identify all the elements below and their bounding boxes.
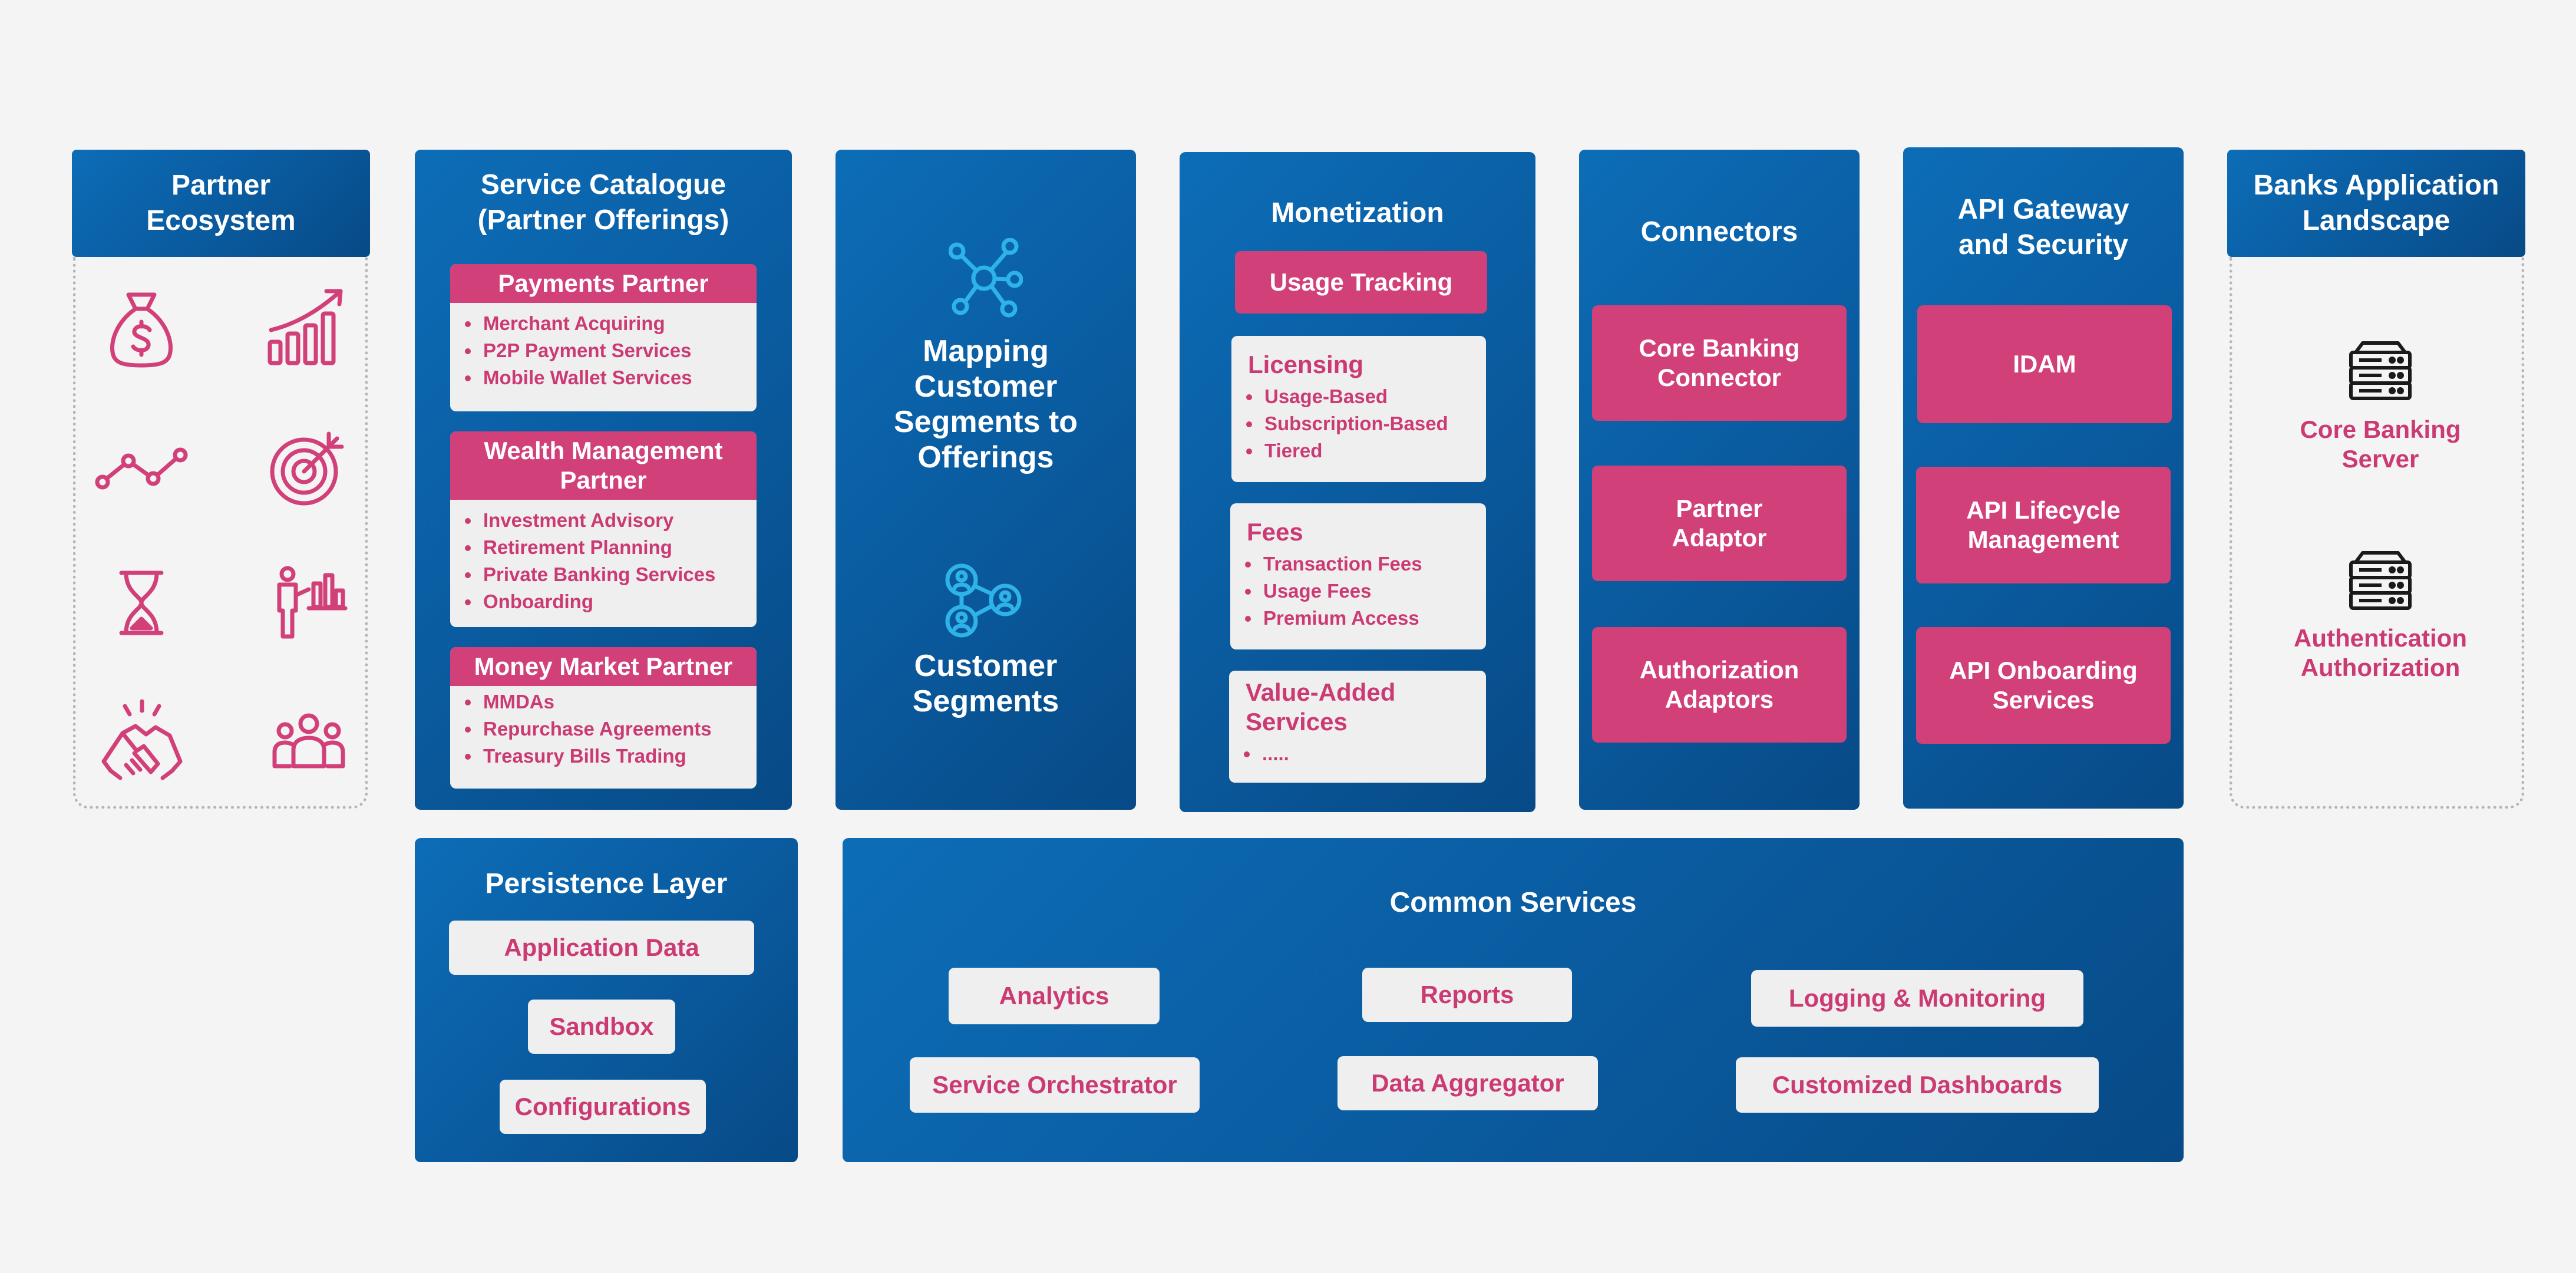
list-item: Usage Fees xyxy=(1261,578,1480,605)
authorization-adaptors-button[interactable]: Authorization Adaptors xyxy=(1592,627,1847,743)
list-item: Private Banking Services xyxy=(481,561,751,588)
money-market-partner-card: Money Market Partner MMDAs Repurchase Ag… xyxy=(450,647,757,789)
fees-title: Fees xyxy=(1247,518,1303,546)
authentication-authorization-label: Authentication Authorization xyxy=(2294,624,2467,681)
list-item: Repurchase Agreements xyxy=(481,715,751,743)
api-gateway-panel: API Gateway and Security IDAM API Lifecy… xyxy=(1903,147,2184,809)
api-lifecycle-management-label: API Lifecycle Management xyxy=(1966,496,2121,553)
list-item: P2P Payment Services xyxy=(481,337,751,364)
list-item: Subscription-Based xyxy=(1262,410,1480,437)
target-icon xyxy=(267,428,348,508)
trend-line-icon xyxy=(94,446,189,490)
usage-tracking-button[interactable]: Usage Tracking xyxy=(1235,251,1487,314)
api-lifecycle-management-button[interactable]: API Lifecycle Management xyxy=(1916,467,2171,583)
customer-segments-label: Customer Segments xyxy=(912,649,1059,718)
api-gateway-title: API Gateway and Security xyxy=(1957,194,2129,260)
server-icon xyxy=(2347,549,2413,615)
money-bag-icon xyxy=(106,289,177,369)
service-orchestrator-chip[interactable]: Service Orchestrator xyxy=(910,1057,1200,1113)
list-item: MMDAs xyxy=(481,688,751,715)
payments-partner-card: Payments Partner Merchant Acquiring P2P … xyxy=(450,264,757,411)
list-item: Transaction Fees xyxy=(1261,550,1480,578)
fees-list: Transaction Fees Usage Fees Premium Acce… xyxy=(1230,550,1486,638)
service-catalogue-title: Service Catalogue (Partner Offerings) xyxy=(477,169,729,236)
list-item: Premium Access xyxy=(1261,605,1480,632)
wealth-management-partner-list: Investment Advisory Retirement Planning … xyxy=(450,500,757,621)
idam-button[interactable]: IDAM xyxy=(1917,305,2172,423)
payments-partner-list: Merchant Acquiring P2P Payment Services … xyxy=(450,303,757,397)
money-market-partner-list: MMDAs Repurchase Agreements Treasury Bil… xyxy=(450,686,757,776)
common-services-panel: Common Services Analytics Reports Loggin… xyxy=(843,838,2184,1162)
banks-landscape-header: Banks Application Landscape xyxy=(2227,150,2525,257)
api-onboarding-services-label: API Onboarding Services xyxy=(1949,657,2138,714)
payments-partner-title: Payments Partner xyxy=(450,264,757,303)
logging-monitoring-chip[interactable]: Logging & Monitoring xyxy=(1751,970,2083,1027)
list-item: Onboarding xyxy=(481,588,751,615)
banks-landscape-frame xyxy=(2230,257,2524,809)
customized-dashboards-chip[interactable]: Customized Dashboards xyxy=(1736,1057,2099,1113)
money-market-partner-title: Money Market Partner xyxy=(450,647,757,686)
configurations-chip[interactable]: Configurations xyxy=(500,1080,706,1134)
value-added-services-card: Value-Added Services ..... xyxy=(1229,671,1486,783)
list-item: Treasury Bills Trading xyxy=(481,743,751,770)
list-item: Investment Advisory xyxy=(481,507,751,534)
common-services-title: Common Services xyxy=(1389,887,1637,918)
mapping-title: Mapping Customer Segments to Offerings xyxy=(893,334,1078,474)
handshake-icon xyxy=(99,699,185,781)
connectors-title: Connectors xyxy=(1640,216,1798,248)
partner-adaptor-label: Partner Adaptor xyxy=(1672,494,1767,552)
banks-landscape-title: Banks Application Landscape xyxy=(2253,170,2499,236)
connectors-panel: Connectors Core Banking Connector Partne… xyxy=(1579,150,1860,810)
sandbox-chip[interactable]: Sandbox xyxy=(528,1000,675,1054)
wealth-management-partner-title: Wealth Management Partner xyxy=(450,431,757,500)
monetization-title: Monetization xyxy=(1271,197,1444,229)
list-item: Merchant Acquiring xyxy=(481,310,751,337)
monetization-panel: Monetization Usage Tracking Licensing Us… xyxy=(1180,152,1535,812)
partner-ecosystem-header: Partner Ecosystem xyxy=(72,150,370,257)
core-banking-connector-label: Core Banking Connector xyxy=(1639,334,1800,391)
partner-ecosystem-title: Partner Ecosystem xyxy=(146,170,296,236)
growth-chart-icon xyxy=(266,286,346,367)
list-item: ..... xyxy=(1260,740,1480,767)
list-item: Tiered xyxy=(1262,437,1480,464)
value-added-services-list: ..... xyxy=(1229,740,1486,773)
idam-label: IDAM xyxy=(2013,350,2076,378)
analytics-chip[interactable]: Analytics xyxy=(949,968,1160,1024)
customer-network-icon xyxy=(944,562,1024,639)
list-item: Retirement Planning xyxy=(481,534,751,561)
licensing-title: Licensing xyxy=(1248,351,1364,378)
partner-adaptor-button[interactable]: Partner Adaptor xyxy=(1592,466,1847,581)
presenter-chart-icon xyxy=(271,566,348,640)
list-item: Mobile Wallet Services xyxy=(481,364,751,391)
application-data-chip[interactable]: Application Data xyxy=(449,921,754,975)
value-added-services-title: Value-Added Services xyxy=(1246,678,1396,736)
wealth-management-partner-card: Wealth Management Partner Investment Adv… xyxy=(450,431,757,627)
api-onboarding-services-button[interactable]: API Onboarding Services xyxy=(1916,627,2171,744)
network-nodes-icon xyxy=(949,238,1023,318)
licensing-card: Licensing Usage-Based Subscription-Based… xyxy=(1231,336,1486,482)
licensing-list: Usage-Based Subscription-Based Tiered xyxy=(1231,383,1486,470)
hourglass-icon xyxy=(118,569,165,636)
team-icon xyxy=(271,711,346,770)
mapping-panel: Mapping Customer Segments to Offerings C… xyxy=(835,150,1136,810)
service-catalogue-panel: Service Catalogue (Partner Offerings) Pa… xyxy=(415,150,792,810)
data-aggregator-chip[interactable]: Data Aggregator xyxy=(1337,1056,1598,1110)
reports-chip[interactable]: Reports xyxy=(1362,968,1572,1022)
list-item: Usage-Based xyxy=(1262,383,1480,410)
authorization-adaptors-label: Authorization Adaptors xyxy=(1639,656,1799,713)
persistence-layer-title: Persistence Layer xyxy=(485,868,728,899)
persistence-layer-panel: Persistence Layer Application Data Sandb… xyxy=(415,838,798,1162)
server-icon xyxy=(2347,339,2413,405)
core-banking-connector-button[interactable]: Core Banking Connector xyxy=(1592,305,1847,421)
fees-card: Fees Transaction Fees Usage Fees Premium… xyxy=(1230,503,1486,649)
core-banking-server-label: Core Banking Server xyxy=(2300,415,2461,473)
partner-ecosystem-frame xyxy=(73,257,368,809)
